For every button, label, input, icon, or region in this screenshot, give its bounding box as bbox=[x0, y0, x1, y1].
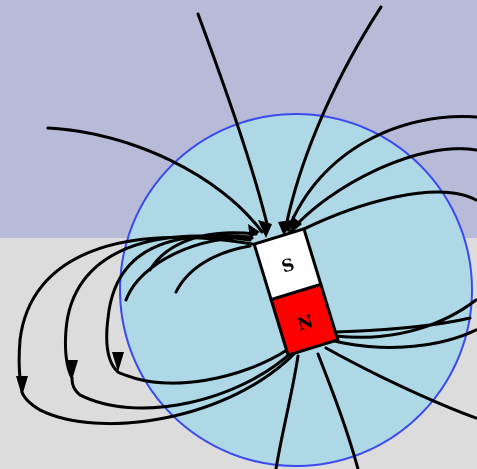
magnetic-field-diagram: S N bbox=[0, 0, 477, 469]
